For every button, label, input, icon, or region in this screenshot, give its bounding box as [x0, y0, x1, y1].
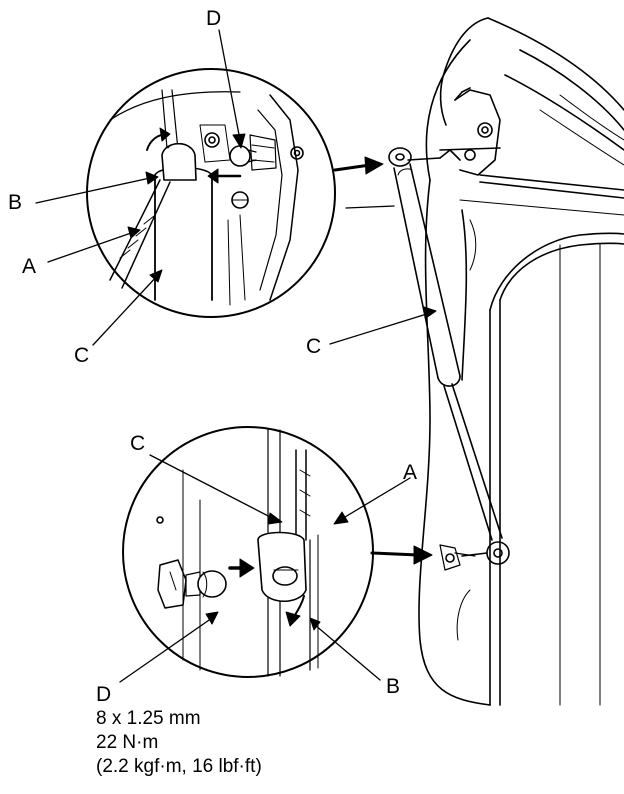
callout-a-upper: A	[22, 255, 37, 278]
callout-c-lower: C	[130, 432, 146, 455]
torque-spec-alt: (2.2 kgf·m, 16 lbf·ft)	[96, 756, 262, 777]
pointer-arrow-lower	[370, 551, 420, 557]
vehicle-body-outline	[418, 17, 624, 706]
callout-c-upper: C	[74, 344, 90, 367]
leader-lines	[35, 29, 437, 683]
detail-circle-lower	[122, 426, 374, 678]
callout-b-lower: B	[386, 675, 401, 698]
callout-c-strut: C	[306, 335, 322, 358]
detail-circle-upper	[86, 68, 336, 318]
callout-d-lower: D	[96, 683, 112, 706]
bolt-size-spec: 8 x 1.25 mm	[96, 708, 201, 729]
callout-d-upper: D	[206, 7, 222, 30]
gas-strut	[388, 147, 510, 565]
torque-spec-nm: 22 N·m	[96, 732, 159, 753]
pointer-arrow-upper	[333, 163, 372, 172]
callout-a-lower: A	[403, 461, 418, 484]
callout-b-upper: B	[8, 191, 23, 214]
